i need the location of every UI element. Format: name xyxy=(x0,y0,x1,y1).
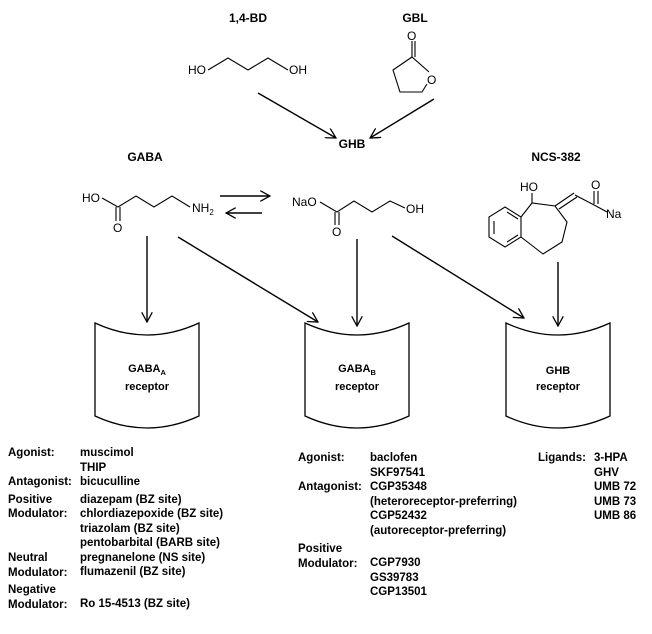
list-value: GS39783 xyxy=(370,571,419,584)
list-value: UMB 72 xyxy=(594,481,637,493)
list-key: Negative Modulator: xyxy=(8,584,68,611)
list-row-negative-modulator: Negative Modulator: Ro 15-4513 (BZ site) xyxy=(8,583,298,612)
receptor-gabab-label: receptor xyxy=(335,381,380,393)
atom-nh2: NH2 xyxy=(192,201,214,217)
list-value: diazepam (BZ site) xyxy=(80,493,182,506)
atom-o: O xyxy=(591,178,600,192)
structure-gaba: HO O NH2 xyxy=(82,191,214,235)
list-value: Ro 15-4513 (BZ site) xyxy=(80,598,190,610)
list-value: (autoreceptor-preferring) xyxy=(370,524,507,537)
list-row-antagonist: Antagonist: CGP35348 (heteroreceptor-pre… xyxy=(298,480,518,538)
receptor-gabaa-label: receptor xyxy=(125,381,170,393)
list-row-antagonist: Antagonist: bicuculline xyxy=(8,475,298,490)
arrow-gbl-to-ghb xyxy=(370,98,435,138)
compound-title-1-4-bd: 1,4-BD xyxy=(229,11,267,25)
receptor-ghb-label: receptor xyxy=(536,381,581,393)
list-value: CGP13501 xyxy=(370,586,427,598)
structure-gbl: O O xyxy=(392,29,436,93)
atom-nao: NaO xyxy=(292,195,317,209)
atom-o: O xyxy=(332,225,341,239)
list-value: bicuculline xyxy=(80,476,141,488)
atom-na: Na xyxy=(606,207,622,221)
list-value: muscimol xyxy=(80,447,134,459)
list-row-ligands: Ligands: 3-HPA GHV UMB 72 UMB 73 UMB 86 xyxy=(538,451,648,524)
list-row-agonist: Agonist: muscimol THIP xyxy=(8,446,298,475)
list-value: baclofen xyxy=(370,452,418,464)
receptor-gabab: GABAB receptor xyxy=(304,321,410,429)
compound-title-ncs-382: NCS-382 xyxy=(531,150,581,164)
atom-ho: HO xyxy=(82,191,100,205)
list-row-neutral-modulator: Neutral Modulator: flumazenil (BZ site) xyxy=(8,551,298,580)
receptor-gabaa-name: GABAA xyxy=(128,363,166,377)
receptor-gabab-name: GABAB xyxy=(338,363,376,377)
list-key: Positive Modulator: xyxy=(8,493,68,521)
list-value: pentobarbital (BARB site) xyxy=(80,537,220,549)
list-value: UMB 86 xyxy=(594,510,637,522)
atom-oh: OH xyxy=(289,63,307,77)
arrow-1-4-bd-to-ghb xyxy=(257,92,336,138)
atom-o-carbonyl: O xyxy=(407,29,416,43)
compound-title-ghb: GHB xyxy=(339,137,366,151)
arrow-ghb-to-ghb-receptor xyxy=(391,235,524,318)
list-key: Neutral Modulator: xyxy=(8,552,68,579)
structure-ncs-382: HO O Na xyxy=(488,178,622,255)
list-value: UMB 73 xyxy=(594,495,637,508)
receptor-ghb: GHB receptor xyxy=(505,321,611,429)
list-value: THIP xyxy=(80,461,107,474)
compound-title-gaba: GABA xyxy=(127,150,163,164)
atom-oh: OH xyxy=(406,202,424,216)
receptor-gabaa: GABAA receptor xyxy=(94,321,200,429)
gabab-ligand-list: Agonist: baclofen SKF97541 Antagonist: C… xyxy=(298,451,518,600)
list-key: Antagonist: xyxy=(8,476,72,488)
ghb-ligand-list: Ligands: 3-HPA GHV UMB 72 UMB 73 UMB 86 xyxy=(538,451,648,524)
list-row-agonist: Agonist: baclofen SKF97541 xyxy=(298,451,518,480)
list-row-positive-modulator: Positive Modulator: CGP7930 GS39783 CGP1… xyxy=(298,542,518,600)
list-value: GHV xyxy=(594,466,619,479)
list-value: CGP35348 xyxy=(370,481,427,493)
list-value: 3-HPA xyxy=(594,452,628,464)
atom-o: O xyxy=(113,221,122,235)
list-value: triazolam (BZ site) xyxy=(80,522,180,535)
compound-title-gbl: GBL xyxy=(402,11,427,25)
list-key: Antagonist: xyxy=(298,481,362,493)
list-key: Agonist: xyxy=(298,452,345,464)
arrow-gaba-to-gabab-receptor xyxy=(177,236,318,322)
structure-ghb: NaO O OH xyxy=(292,195,424,239)
list-value: CGP52432 xyxy=(370,510,427,522)
list-value: flumazenil (BZ site) xyxy=(80,566,186,578)
list-value: pregnanelone (NS site) xyxy=(80,551,206,564)
structure-1-4-bd: HO OH xyxy=(188,57,307,77)
atom-o-ring: O xyxy=(427,73,436,87)
list-key: Positive Modulator: xyxy=(298,543,358,570)
list-value: SKF97541 xyxy=(370,466,425,479)
atom-ho: HO xyxy=(520,180,538,194)
atom-ho: HO xyxy=(188,63,206,77)
list-row-positive-modulator: Positive Modulator: diazepam (BZ site) c… xyxy=(8,493,298,566)
list-key: Ligands: xyxy=(538,452,586,464)
list-value: chlordiazepoxide (BZ site) xyxy=(80,508,224,520)
list-value: CGP7930 xyxy=(370,557,421,569)
list-key: Agonist: xyxy=(8,447,55,459)
gabaa-ligand-list: Agonist: muscimol THIP Antagonist: bicuc… xyxy=(8,446,298,612)
receptor-ghb-name: GHB xyxy=(546,365,571,377)
list-value: (heteroreceptor-preferring) xyxy=(370,495,517,508)
